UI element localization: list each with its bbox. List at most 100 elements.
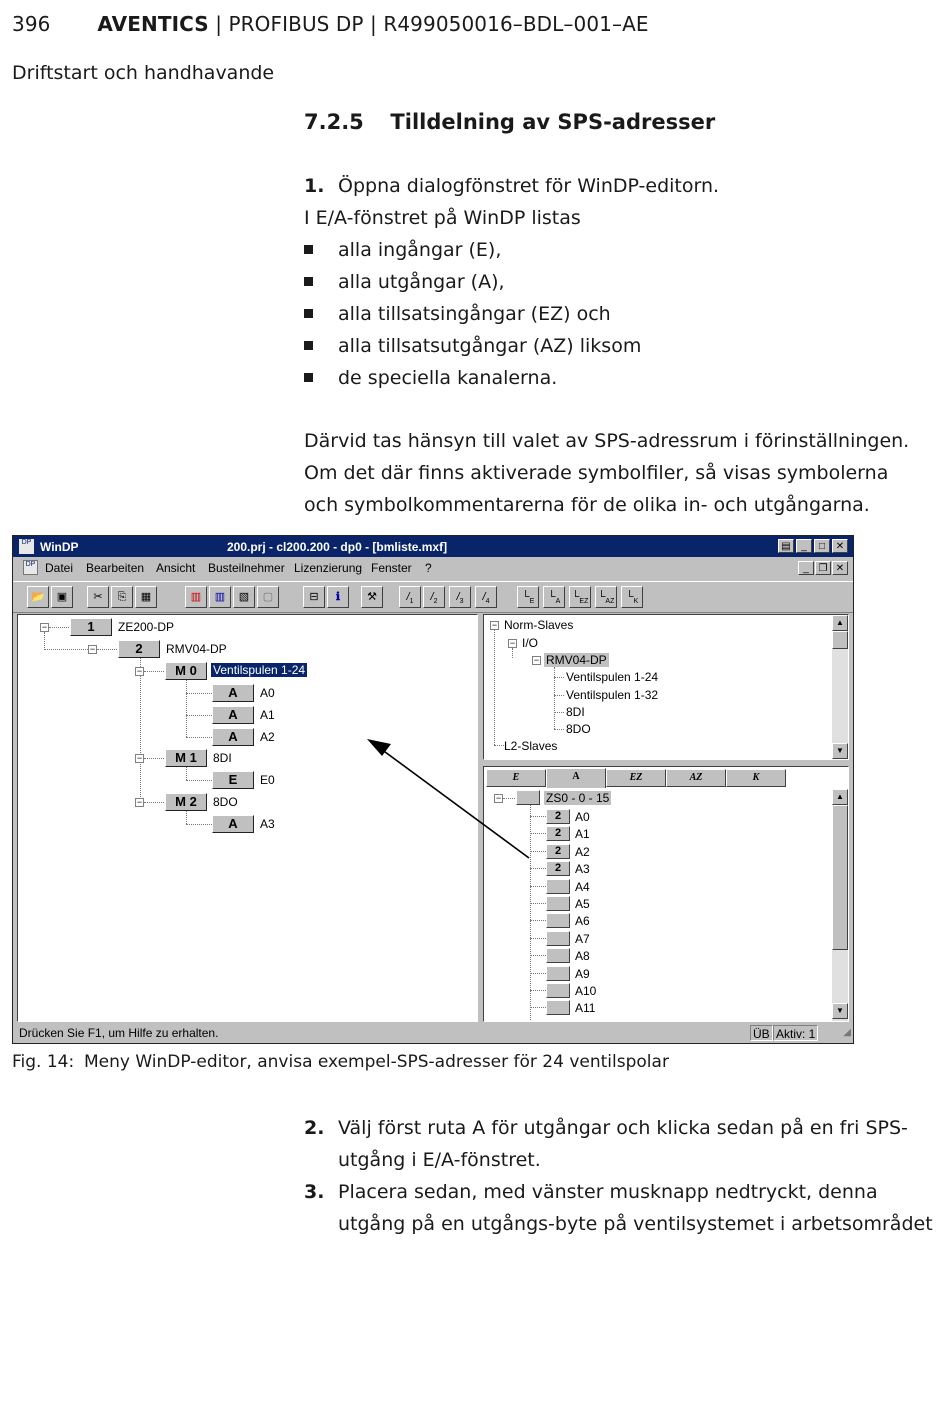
title-bar: DP WinDP 200.prj - cl200.200 - dp0 - [bm… [13, 536, 853, 557]
io-slot[interactable]: 2 [546, 809, 570, 824]
io-ez-button[interactable]: └EZ [569, 586, 591, 608]
open-folder-icon[interactable]: 📂 [27, 586, 49, 608]
io-root-label[interactable]: ZS0 - 0 - 15 [544, 791, 612, 805]
collapse-icon[interactable]: − [135, 666, 144, 676]
collapse-icon[interactable]: − [508, 638, 517, 648]
module-label[interactable]: Ventilspulen 1-24 [211, 663, 308, 677]
tree-node-channel[interactable]: A [212, 815, 254, 833]
io-k-button[interactable]: └K [621, 586, 643, 608]
mdi-minimize-button[interactable]: _ [798, 561, 814, 575]
io-a-button[interactable]: └A [543, 586, 565, 608]
tree-node-slave[interactable]: 2 [118, 640, 160, 658]
close-button[interactable]: ✕ [832, 539, 848, 553]
tab-ez[interactable]: EZ [606, 769, 666, 787]
scroll-up-icon[interactable]: ▲ [832, 615, 848, 631]
catalog-item[interactable]: Ventilspulen 1-32 [566, 688, 659, 702]
master-label: ZE200-DP [118, 620, 175, 634]
minimize-button[interactable]: _ [796, 539, 812, 553]
module-edit-icon[interactable]: ▧ [233, 586, 255, 608]
paste-icon[interactable]: ▦ [135, 586, 157, 608]
io-slot[interactable]: 2 [546, 826, 570, 842]
mdi-close-button[interactable]: ✕ [832, 561, 848, 575]
io-label: A11 [575, 1001, 596, 1016]
view-2-button[interactable]: /2 [423, 586, 445, 608]
io-slot[interactable] [546, 896, 570, 911]
collapse-icon[interactable]: − [88, 644, 97, 654]
io-slot[interactable] [546, 983, 570, 998]
scroll-thumb[interactable] [832, 805, 848, 950]
view-4-button[interactable]: /4 [475, 586, 497, 608]
save-icon[interactable]: ▣ [51, 586, 73, 608]
menu-help[interactable]: ? [425, 561, 432, 575]
collapse-icon[interactable]: − [135, 753, 144, 763]
collapse-icon[interactable]: − [135, 797, 144, 807]
maximize-button[interactable]: □ [814, 539, 830, 553]
scroll-down-icon[interactable]: ▼ [832, 743, 848, 759]
tab-a[interactable]: A [546, 768, 606, 788]
tree-node-channel[interactable]: A [212, 706, 254, 724]
menu-busteilnehmer[interactable]: Busteilnehmer [208, 561, 285, 575]
collapse-icon[interactable]: − [40, 622, 49, 632]
view-1-button[interactable]: /1 [399, 586, 421, 608]
io-slot[interactable] [546, 1000, 570, 1016]
tools-icon[interactable]: ⚒ [361, 586, 383, 608]
menu-datei[interactable]: Datei [45, 561, 74, 575]
menu-ansicht[interactable]: Ansicht [156, 561, 196, 575]
mdi-restore-button[interactable]: ❐ [815, 561, 831, 575]
tree-node-module[interactable]: M 0 [165, 662, 207, 680]
network-icon[interactable]: ⊟ [303, 586, 325, 608]
io-slot[interactable] [546, 965, 570, 981]
io-slot[interactable] [546, 948, 570, 964]
channel-label: E0 [260, 773, 275, 787]
io-slot[interactable]: 2 [546, 843, 570, 859]
tab-e[interactable]: E [486, 769, 546, 787]
collapse-icon[interactable]: − [494, 793, 503, 803]
module-add-icon[interactable]: ▥ [209, 586, 231, 608]
io-slot[interactable] [546, 913, 570, 929]
tab-az[interactable]: AZ [666, 769, 726, 787]
module-remove-icon[interactable]: ▢ [257, 586, 279, 608]
io-slot[interactable]: 2 [546, 861, 570, 877]
catalog-scrollbar[interactable]: ▲ ▼ [832, 615, 848, 759]
app-name: WinDP [40, 540, 79, 554]
catalog-device[interactable]: RMV04-DP [544, 653, 609, 667]
tree-connector [530, 903, 546, 904]
catalog-item[interactable]: 8DI [566, 705, 585, 719]
copy-icon[interactable]: ⎘ [111, 586, 133, 608]
info-icon[interactable]: ℹ [327, 586, 349, 608]
view-3-button[interactable]: /3 [449, 586, 471, 608]
menu-lizenzierung[interactable]: Lizenzierung [294, 561, 363, 575]
cut-icon[interactable]: ✂ [87, 586, 109, 608]
io-e-button[interactable]: └E [517, 586, 539, 608]
io-root-slot[interactable] [516, 790, 540, 805]
collapse-icon[interactable]: − [490, 620, 499, 630]
io-az-button[interactable]: └AZ [595, 586, 617, 608]
menu-bearbeiten[interactable]: Bearbeiten [86, 561, 145, 575]
tree-connector [530, 868, 546, 870]
catalog-root[interactable]: Norm-Slaves [504, 618, 574, 632]
scroll-thumb[interactable] [832, 631, 848, 649]
collapse-icon[interactable]: − [532, 655, 541, 665]
tree-node-master[interactable]: 1 [70, 618, 112, 636]
bullet-item: alla ingångar (E), [304, 234, 719, 266]
tab-k[interactable]: K [726, 769, 786, 787]
tree-node-module[interactable]: M 1 [165, 749, 207, 767]
catalog-group[interactable]: I/O [522, 636, 539, 650]
scroll-down-icon[interactable]: ▼ [832, 1003, 848, 1019]
io-scrollbar[interactable]: ▲ ▼ [832, 789, 848, 1021]
catalog-item[interactable]: Ventilspulen 1-24 [566, 670, 659, 684]
scroll-up-icon[interactable]: ▲ [832, 789, 848, 805]
tree-node-channel[interactable]: E [212, 771, 254, 789]
catalog-other[interactable]: L2-Slaves [504, 739, 558, 753]
tree-node-channel[interactable]: A [212, 684, 254, 702]
catalog-item[interactable]: 8DO [566, 722, 591, 736]
menu-fenster[interactable]: Fenster [371, 561, 412, 575]
io-slot[interactable] [546, 878, 570, 894]
tree-node-channel[interactable]: A [212, 728, 254, 746]
print-icon[interactable]: ▤ [778, 539, 794, 553]
tree-node-module[interactable]: M 2 [165, 793, 207, 811]
document-icon[interactable]: DP [23, 560, 38, 575]
module-icon[interactable]: ▥ [185, 586, 207, 608]
resize-grip-icon[interactable]: ◢ [843, 1027, 851, 1038]
io-slot[interactable] [546, 930, 570, 946]
